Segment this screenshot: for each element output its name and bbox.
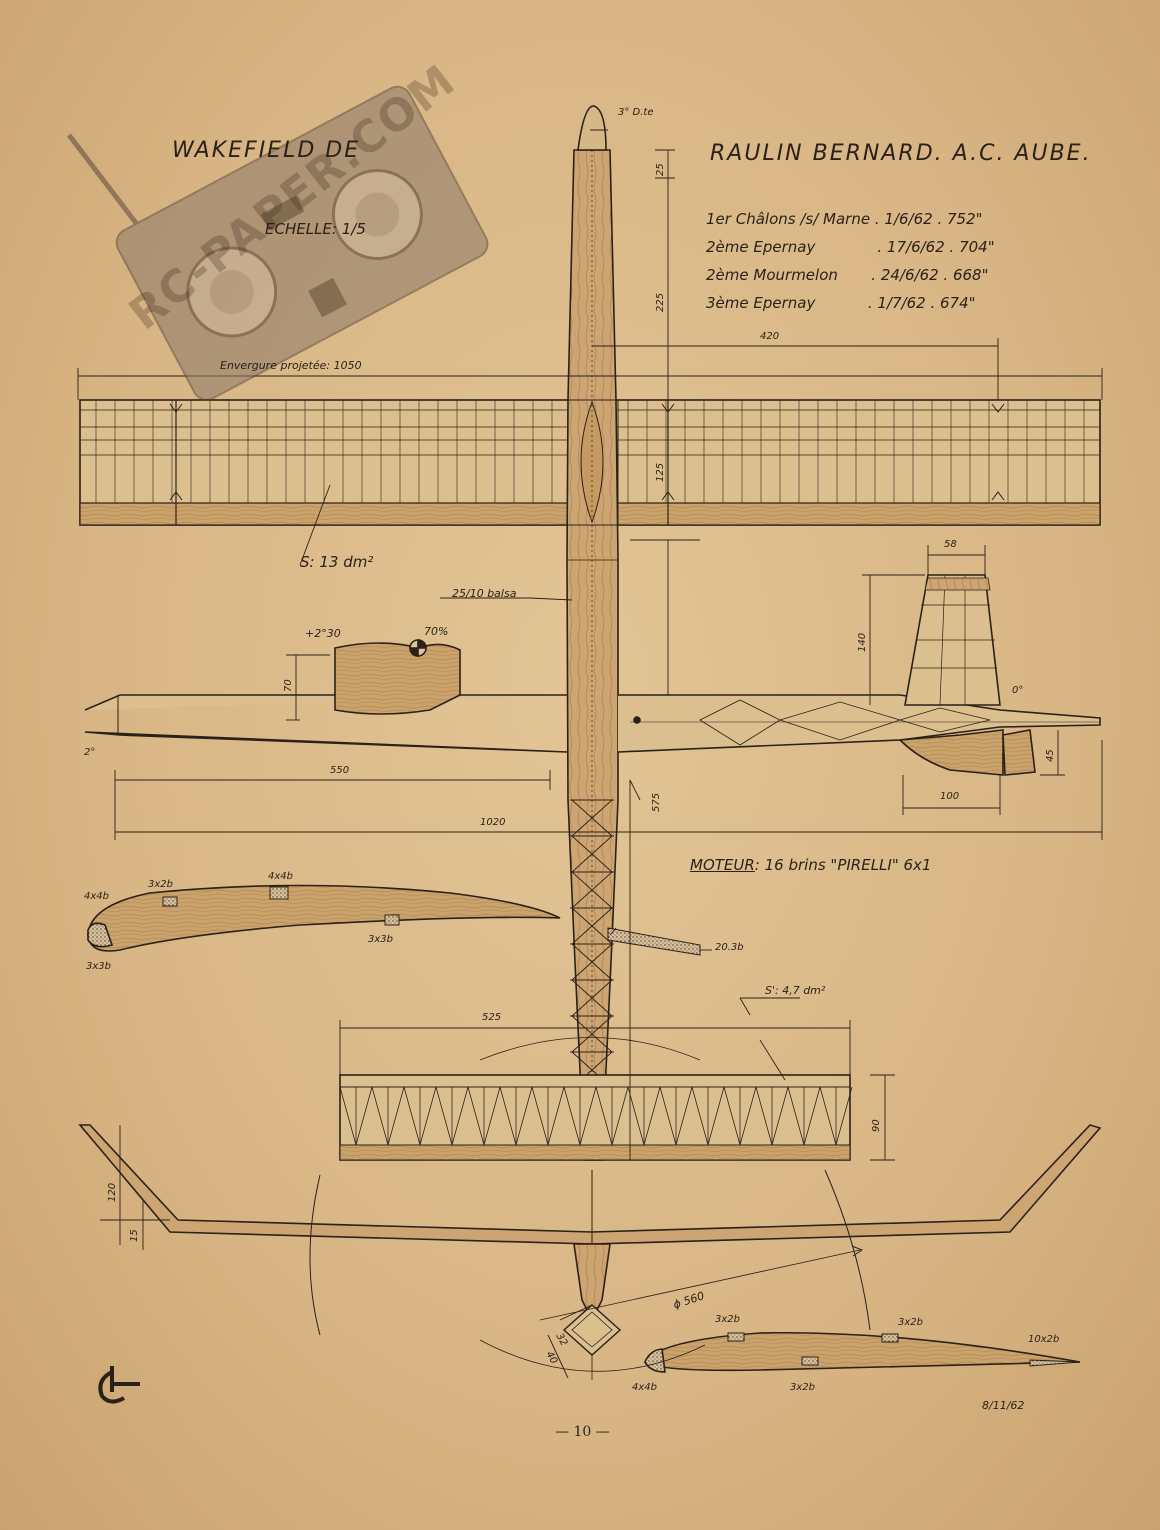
tail-angle-label: 0° — [1012, 685, 1024, 696]
title-right: RAULIN BERNARD. A.C. AUBE. — [710, 141, 1092, 166]
rib-line — [611, 1086, 629, 1146]
title-left: WAKEFIELD DE — [172, 138, 361, 163]
spar-label: 3x2b — [790, 1382, 815, 1393]
rib-line — [819, 1086, 837, 1146]
fuselage-material-label: 25/10 balsa — [452, 587, 517, 600]
dim-90: 90 — [871, 1119, 882, 1132]
rib-line — [355, 1086, 373, 1146]
wing-airfoil — [87, 884, 561, 952]
front-view — [78, 1124, 1102, 1380]
rib-line — [659, 1086, 677, 1146]
rib-line — [547, 1086, 565, 1146]
dim-25: 25 — [655, 163, 666, 176]
incidence-label: +2°30 — [305, 627, 341, 640]
rib-line — [571, 835, 613, 873]
rib-line — [691, 1086, 709, 1146]
rib-line — [835, 1086, 853, 1146]
rib-line — [627, 1086, 645, 1146]
rib-line — [771, 1086, 789, 1146]
side-view — [84, 574, 1101, 776]
rib-line — [579, 1086, 597, 1146]
motor-label: MOTEUR: 16 brins "PIRELLI" 6x1 — [690, 856, 932, 874]
fuselage-top — [566, 105, 701, 1161]
rib-line — [563, 1086, 581, 1146]
dim-420: 420 — [760, 331, 780, 342]
dim-100: 100 — [940, 791, 960, 802]
rib-line — [571, 943, 613, 981]
stabilizer — [339, 1037, 853, 1161]
rib-line — [571, 907, 613, 945]
rib-line — [467, 1086, 485, 1146]
rib-line — [531, 1086, 549, 1146]
transmitter-watermark-icon — [66, 85, 489, 401]
dim-120: 120 — [107, 1182, 118, 1202]
spar-label: 3x2b — [715, 1314, 740, 1325]
result-row: 3ème Epernay . 1/7/62 . 674" — [706, 294, 976, 312]
rib-line — [419, 1086, 437, 1146]
dim-70: 70 — [283, 679, 294, 692]
span-label: Envergure projetée: 1050 — [220, 359, 362, 372]
rib-line — [803, 1086, 821, 1146]
spar-label: 4x4b — [84, 891, 109, 902]
dim-45: 45 — [1045, 749, 1056, 762]
stab-airfoil — [643, 1331, 1081, 1373]
rib-line — [339, 1086, 357, 1146]
rib-line — [483, 1086, 501, 1146]
rib-line — [499, 1086, 517, 1146]
result-row: 2ème Epernay . 17/6/62 . 704" — [706, 238, 995, 256]
dim-140: 140 — [857, 632, 868, 652]
dim-225: 225 — [655, 292, 666, 312]
scale-label: ECHELLE: 1/5 — [265, 220, 366, 238]
rib-line — [595, 1086, 613, 1146]
drawing-date: 8/11/62 — [982, 1399, 1025, 1412]
dim-1020: 1020 — [480, 817, 506, 828]
dim-575: 575 — [651, 792, 662, 812]
rib-line — [571, 799, 613, 837]
nose-angle-label: 2° — [84, 747, 96, 758]
spar-label: 3x3b — [368, 934, 393, 945]
spar-label: 4x4b — [632, 1382, 657, 1393]
rib-line — [387, 1086, 405, 1146]
rib-line — [403, 1086, 421, 1146]
result-row: 1er Châlons /s/ Marne . 1/6/62 . 752" — [706, 210, 983, 228]
spar-label: 3x2b — [148, 879, 173, 890]
dim-125: 125 — [655, 462, 666, 482]
dim-15: 15 — [129, 1229, 140, 1242]
rib-line — [435, 1086, 453, 1146]
rib-line — [675, 1086, 693, 1146]
rib-line — [723, 1086, 741, 1146]
publisher-logo-icon — [98, 1366, 140, 1404]
cg-label: 70% — [424, 625, 449, 638]
stab-area-label: S': 4,7 dm² — [765, 984, 826, 997]
spar-label: 20.3b — [715, 942, 744, 953]
page-number: — 10 — — [555, 1424, 610, 1440]
nose-thrust-label: 3° D.te — [618, 107, 654, 118]
rib-line — [571, 871, 613, 909]
rib-line — [787, 1086, 805, 1146]
rib-line — [643, 1086, 661, 1146]
spar-label: 3x2b — [898, 1317, 923, 1328]
spar-label: 10x2b — [1028, 1334, 1060, 1345]
rib-line — [515, 1086, 533, 1146]
rib-line — [571, 1015, 613, 1053]
rib-line — [451, 1086, 469, 1146]
spar-label: 4x4b — [268, 871, 293, 882]
rib-line — [739, 1086, 757, 1146]
dim-550: 550 — [330, 765, 350, 776]
dim-525: 525 — [482, 1012, 502, 1023]
dim-58: 58 — [944, 539, 957, 550]
spar-label: 3x3b — [86, 961, 111, 972]
rib-line — [755, 1086, 773, 1146]
rib-line — [571, 979, 613, 1017]
wing-area-label: S: 13 dm² — [300, 553, 374, 571]
result-row: 2ème Mourmelon . 24/6/62 . 668" — [706, 266, 989, 284]
rib-line — [707, 1086, 725, 1146]
rib-line — [371, 1086, 389, 1146]
